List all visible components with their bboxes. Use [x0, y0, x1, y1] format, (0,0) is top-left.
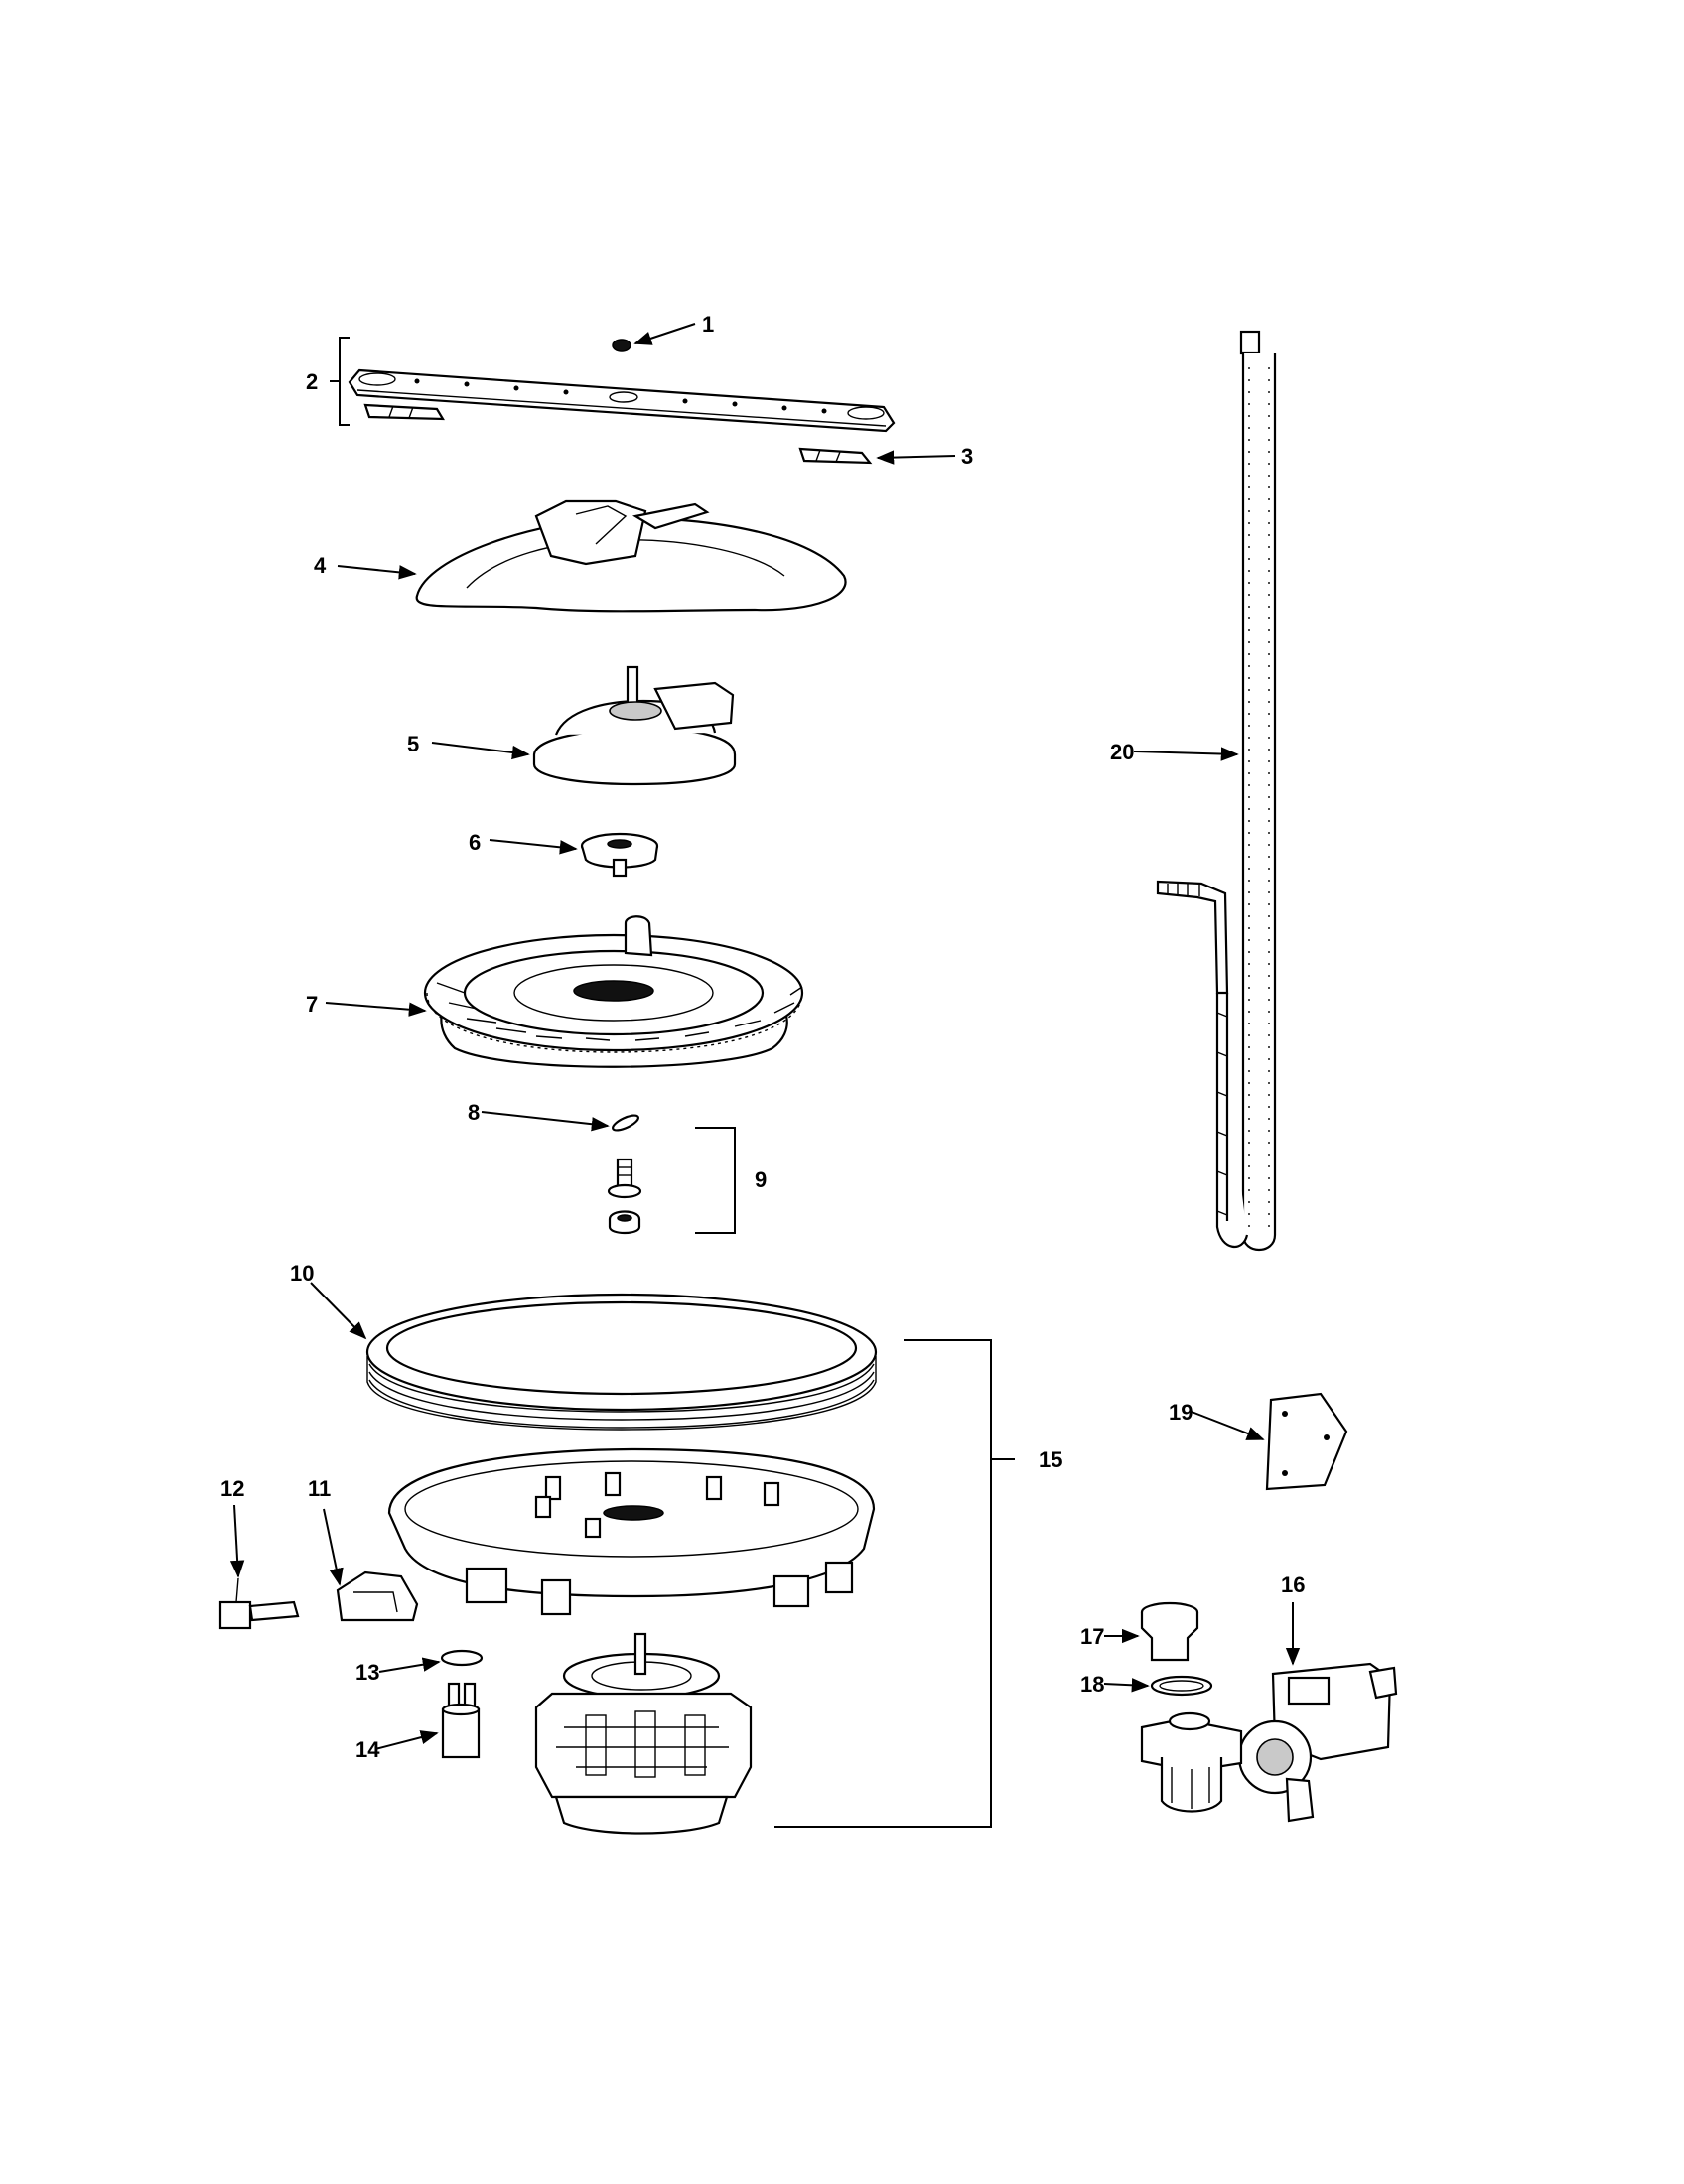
callout-19: 19 [1169, 1400, 1193, 1425]
callout-5: 5 [407, 732, 419, 756]
part-17-adapter [1140, 1601, 1199, 1662]
callout-2: 2 [306, 369, 318, 394]
leader-line-12 [229, 1504, 245, 1578]
callout-20: 20 [1110, 740, 1134, 764]
bracket-9 [695, 1127, 736, 1234]
leader-line-13 [378, 1657, 441, 1673]
bracket-15 [774, 1339, 992, 1828]
part-12-clip [218, 1577, 300, 1630]
leader-line-8 [481, 1111, 610, 1132]
callout-15: 15 [1039, 1447, 1062, 1472]
leader-line-10 [310, 1282, 367, 1340]
part-20-hose [1156, 330, 1277, 1251]
callout-13: 13 [355, 1660, 379, 1685]
callout-12: 12 [220, 1476, 244, 1501]
leader-line-19 [1191, 1411, 1265, 1440]
callout-1: 1 [702, 312, 714, 337]
callout-9: 9 [755, 1167, 767, 1192]
callout-8: 8 [468, 1100, 480, 1125]
part-15-sump-basin [387, 1447, 876, 1616]
part-19-mounting-bracket [1265, 1392, 1348, 1491]
leader-line-20 [1133, 747, 1239, 761]
part-3-spray-arm-clip [798, 447, 873, 465]
callout-17: 17 [1080, 1624, 1104, 1649]
callout-14: 14 [355, 1737, 380, 1762]
part-16-drain-pump [1140, 1662, 1398, 1823]
part-6-impeller [580, 832, 659, 878]
callout-4: 4 [314, 553, 327, 578]
leader-line-1 [633, 323, 696, 345]
part-9-screw-and-washer [607, 1158, 642, 1235]
leader-line-11 [323, 1508, 344, 1586]
part-18-o-ring [1150, 1675, 1213, 1697]
part-10-seal-ring [365, 1293, 878, 1431]
leader-line-7 [325, 1002, 427, 1017]
part-15-motor [534, 1632, 753, 1835]
callout-6: 6 [469, 830, 481, 855]
leader-line-6 [489, 839, 578, 855]
part-11-bracket [336, 1570, 419, 1622]
part-1-nut [612, 339, 632, 352]
part-7-filter-assembly [423, 915, 804, 1068]
callout-16: 16 [1281, 1572, 1305, 1597]
part-8-gasket [612, 1114, 639, 1132]
leader-line-4 [337, 565, 417, 580]
leader-line-3 [876, 450, 956, 465]
callout-18: 18 [1080, 1672, 1104, 1697]
part-14-coupler [441, 1682, 481, 1759]
leader-line-18 [1103, 1678, 1150, 1693]
bracket-2 [339, 337, 350, 426]
callout-11: 11 [308, 1476, 331, 1501]
part-2-spray-arm [348, 368, 896, 433]
leader-line-5 [431, 742, 530, 760]
part-13-o-ring [440, 1649, 484, 1667]
callout-3: 3 [961, 444, 973, 469]
part-5-pump-housing [532, 665, 737, 786]
part-4-shroud [415, 499, 847, 613]
callout-7: 7 [306, 992, 318, 1017]
leader-line-14 [374, 1730, 439, 1750]
callout-10: 10 [290, 1261, 314, 1286]
